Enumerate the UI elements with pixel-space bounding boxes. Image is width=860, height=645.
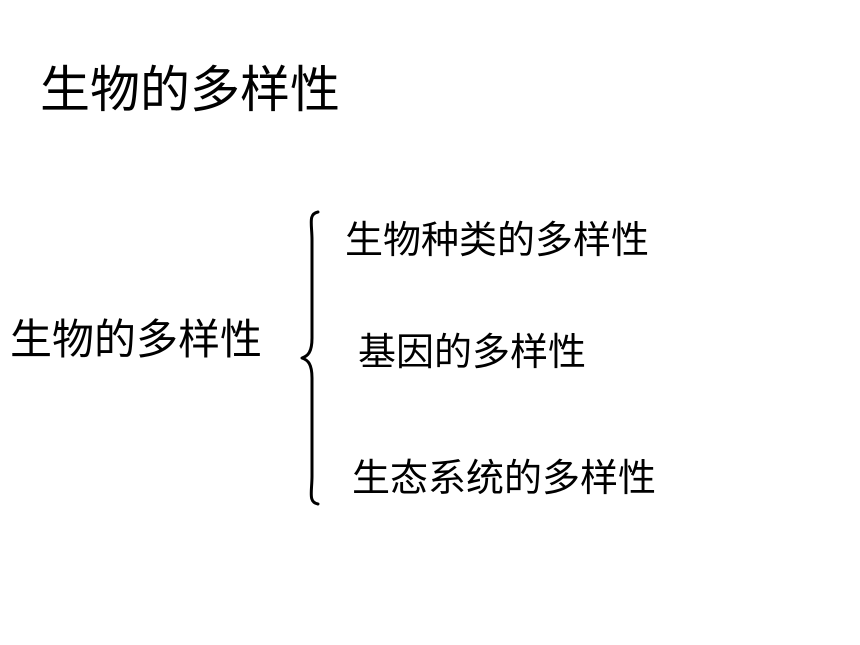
branch-species-diversity: 生物种类的多样性	[345, 218, 650, 262]
branch-genetic-diversity: 基因的多样性	[358, 330, 587, 374]
curly-brace	[300, 210, 320, 506]
branch-ecosystem-diversity: 生态系统的多样性	[352, 456, 657, 500]
slide-title: 生物的多样性	[40, 61, 340, 119]
diagram-root-label: 生物的多样性	[10, 315, 263, 364]
